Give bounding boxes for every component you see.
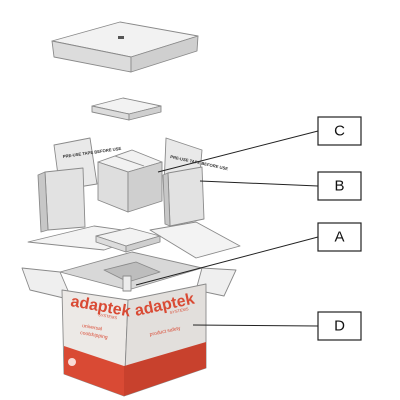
outer-box (21, 221, 241, 397)
leader-b (199, 180, 319, 187)
center-cube (97, 149, 163, 213)
callout-a-letter: A (334, 229, 344, 246)
brand-left-sub: SYSTEMS (98, 312, 118, 320)
small-foam-plate (91, 97, 162, 121)
callout-b: B (317, 171, 362, 201)
leader-lines (135, 130, 319, 327)
slogan-left-1: universal (82, 323, 103, 332)
callout-a: A (317, 222, 362, 252)
brand-right-sub: SYSTEMS (169, 306, 189, 315)
callout-c-letter: C (334, 123, 345, 140)
leader-a (135, 236, 319, 286)
slogan-left-2: coolshipping (80, 330, 109, 341)
leader-c (157, 130, 319, 173)
callout-b-letter: B (334, 178, 344, 195)
callout-d: D (317, 311, 362, 341)
leader-d (192, 324, 319, 327)
top-lid (51, 21, 199, 73)
inner-foam-piece (95, 227, 161, 253)
callout-c: C (317, 116, 362, 146)
front-right-panel (162, 166, 205, 227)
front-left-panel (37, 167, 86, 233)
callout-d-letter: D (334, 318, 345, 335)
